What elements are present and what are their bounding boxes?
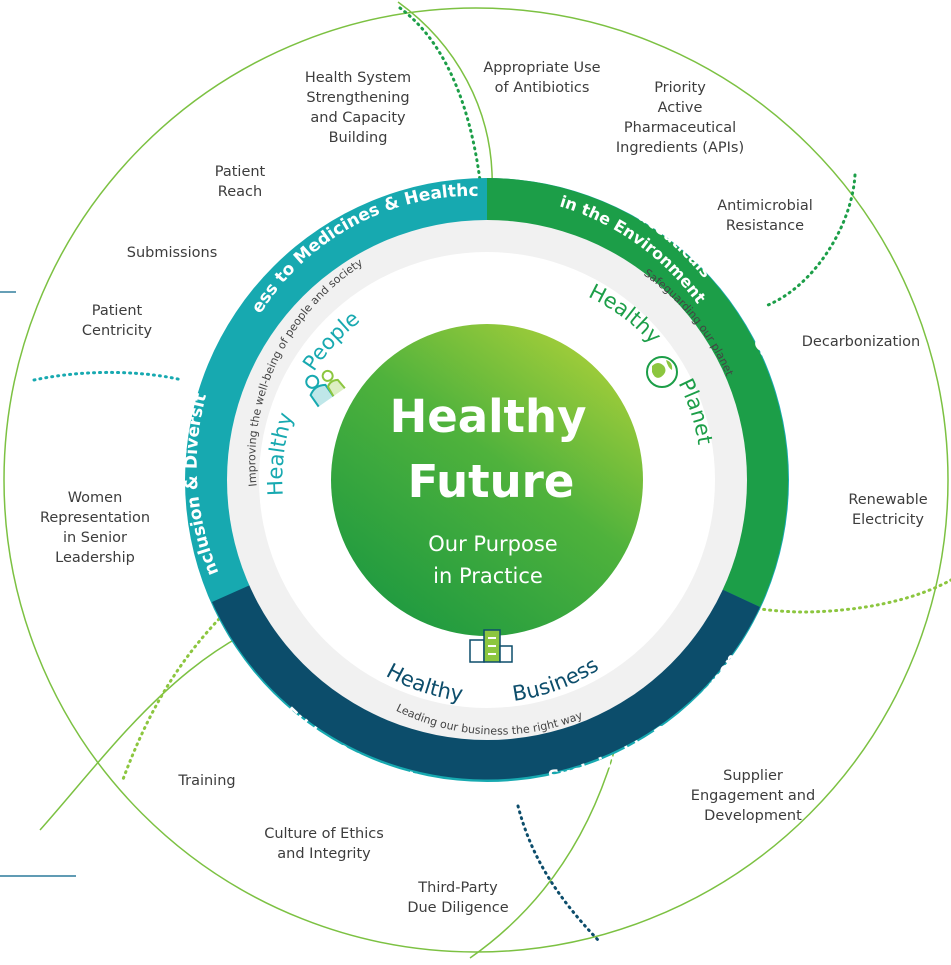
label-appropriate-use: Appropriate Use of Antibiotics xyxy=(483,60,601,96)
center-subtitle-line2: in Practice xyxy=(433,564,543,588)
dotted-connector-left xyxy=(32,370,184,382)
people-icon xyxy=(305,369,346,408)
center-title-line2: Future xyxy=(408,455,575,508)
center-title-line1: Healthy xyxy=(390,390,587,443)
label-culture: Culture of Ethics and Integrity xyxy=(264,826,384,862)
label-third-party: Third-Party Due Diligence xyxy=(407,880,509,916)
label-supplier: Supplier Engagement and Development xyxy=(690,768,816,824)
label-priority-apis: Priority Active Pharmaceutical Ingredien… xyxy=(615,80,745,156)
business-icon xyxy=(469,629,513,663)
dotted-connector-bottom-left xyxy=(120,600,238,784)
label-training: Training xyxy=(178,773,236,789)
label-submissions: Submissions xyxy=(126,245,218,261)
center-circle xyxy=(331,324,643,636)
dotted-connector-bottom xyxy=(516,804,600,942)
label-patient-reach: Patient Reach xyxy=(214,164,266,200)
label-patient-centricity: Patient Centricity xyxy=(81,303,153,339)
label-health-system: Health System Strengthening and Capacity… xyxy=(304,70,412,146)
center-subtitle-line1: Our Purpose xyxy=(428,532,557,556)
label-renewable: Renewable Electricity xyxy=(848,492,928,528)
planet-icon xyxy=(646,356,678,388)
dotted-connector-right-top xyxy=(766,173,857,307)
label-antimicrobial: Antimicrobial Resistance xyxy=(717,198,813,234)
label-women: Women Representation in Senior Leadershi… xyxy=(39,490,151,566)
outer-ring xyxy=(3,7,949,953)
label-decarbonization: Decarbonization xyxy=(801,334,921,350)
